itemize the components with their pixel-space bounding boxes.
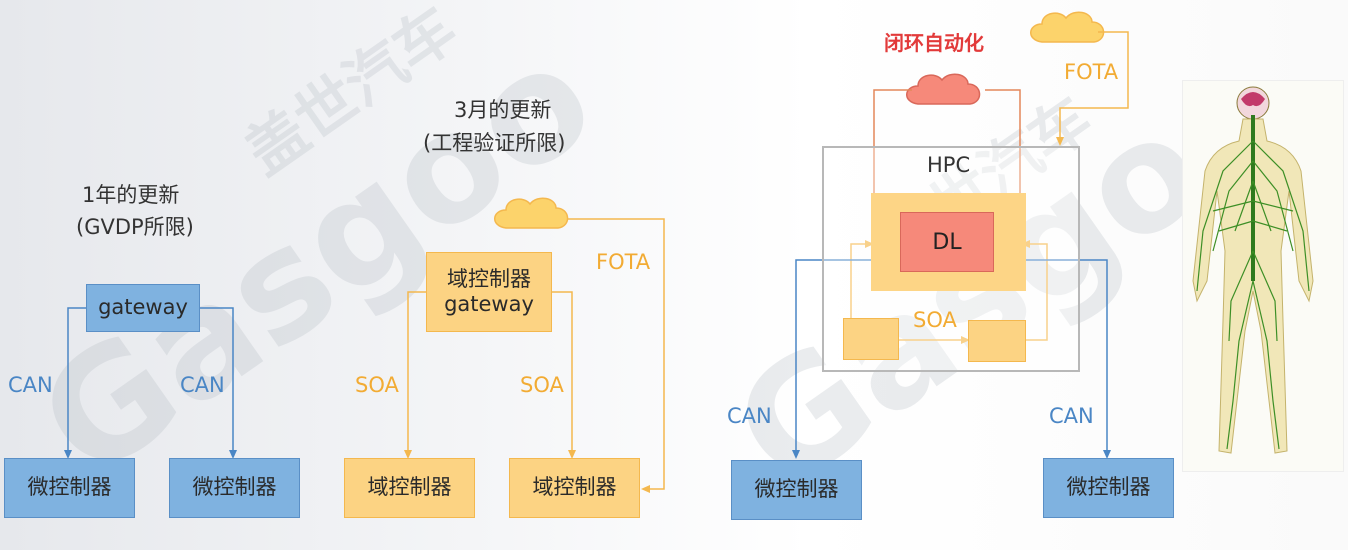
p2-title-line2: (工程验证所限) bbox=[423, 131, 566, 155]
p2-cloud bbox=[494, 197, 569, 229]
nervous-system-illustration bbox=[1182, 80, 1344, 472]
hpc-label: HPC bbox=[927, 153, 971, 177]
p3-can-left bbox=[792, 259, 871, 459]
p3-can-right bbox=[1026, 259, 1111, 459]
p3-soa-label: SOA bbox=[913, 308, 957, 332]
p2-line-left bbox=[404, 291, 426, 459]
p2-fota-line bbox=[565, 218, 665, 493]
p2-soa-right-label: SOA bbox=[520, 373, 564, 397]
p1-can-left-label: CAN bbox=[8, 373, 53, 397]
p1-mcu-left: 微控制器 bbox=[4, 458, 135, 518]
p3-can-left-label: CAN bbox=[727, 404, 772, 428]
p1-line-left bbox=[64, 307, 86, 459]
p1-title-line2: (GVDP所限) bbox=[76, 215, 194, 239]
nervous-system-figure bbox=[1192, 86, 1314, 454]
p1-line-right bbox=[200, 307, 237, 459]
p1-title-line1: 1年的更新 bbox=[82, 183, 180, 207]
p3-red-cloud bbox=[906, 73, 981, 105]
p3-soa-line-2 bbox=[850, 240, 874, 318]
domain-gateway-box: 域控制器 gateway bbox=[426, 252, 552, 332]
dl-box: DL bbox=[900, 212, 994, 272]
soa-node-left bbox=[843, 318, 899, 360]
p3-soa-line-3 bbox=[1021, 240, 1048, 341]
p1-mcu-right: 微控制器 bbox=[169, 458, 300, 518]
p2-soa-left-label: SOA bbox=[355, 373, 399, 397]
p2-fota-label: FOTA bbox=[596, 250, 651, 274]
soa-node-right bbox=[968, 320, 1026, 362]
p3-mcu-left: 微控制器 bbox=[731, 460, 862, 520]
p1-can-right-label: CAN bbox=[180, 373, 225, 397]
p3-mcu-right: 微控制器 bbox=[1043, 458, 1174, 518]
p3-fota-label: FOTA bbox=[1064, 60, 1119, 84]
p2-domain-left: 域控制器 bbox=[344, 458, 475, 518]
domain-gateway-line1: 域控制器 bbox=[447, 266, 531, 291]
p3-fota-cloud bbox=[1030, 11, 1105, 43]
p2-domain-right: 域控制器 bbox=[509, 458, 640, 518]
p2-line-right bbox=[552, 291, 576, 459]
p3-can-right-label: CAN bbox=[1049, 404, 1094, 428]
p3-loop-line-2 bbox=[873, 89, 912, 244]
p2-title-line1: 3月的更新 bbox=[454, 98, 552, 122]
closed-loop-label: 闭环自动化 bbox=[884, 31, 984, 55]
gateway-box: gateway bbox=[86, 284, 200, 332]
domain-gateway-line2: gateway bbox=[444, 292, 534, 316]
p3-fota-line bbox=[1056, 31, 1129, 146]
